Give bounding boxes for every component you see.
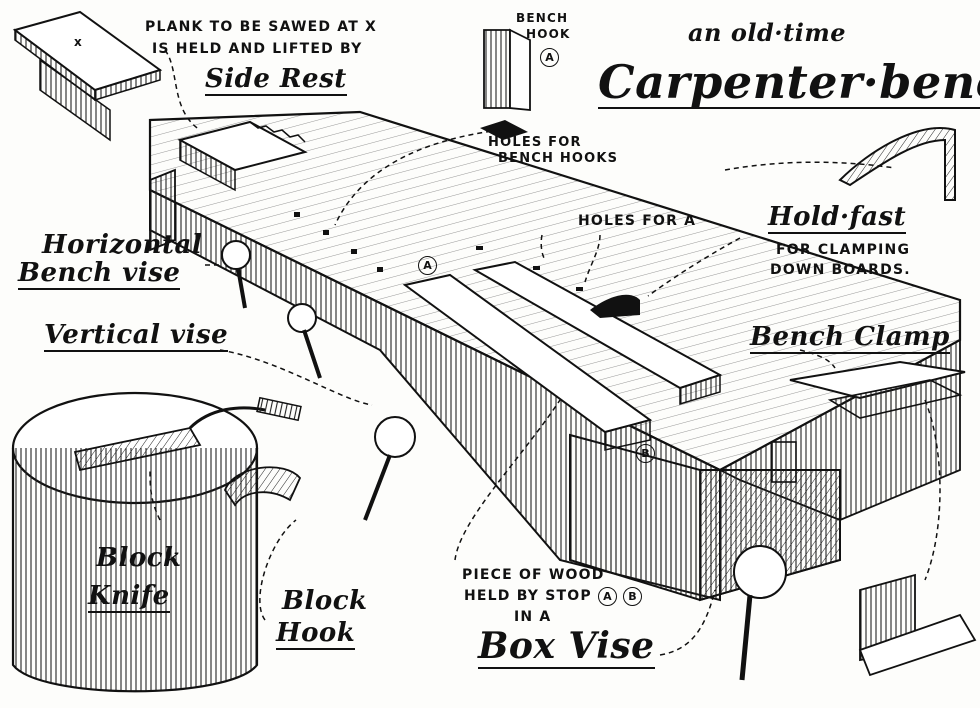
bench-dog-holes <box>294 212 583 291</box>
clamping-line2: DOWN BOARDS. <box>770 262 911 278</box>
bench-hook-line1: BENCH <box>516 11 569 25</box>
holdfast-label: Hold·fast <box>768 203 907 235</box>
plank-note-line2: IS HELD AND LIFTED BY <box>152 41 363 57</box>
bench-hook-marker: A <box>540 48 559 67</box>
bench-hook-drawing <box>480 28 531 140</box>
piece-marker-b: B <box>622 587 642 606</box>
stop-marker-b: B <box>636 444 655 463</box>
holes-for-a-label: HOLES FOR A <box>578 213 697 229</box>
horizontal-label-line2: Bench vise <box>18 259 181 291</box>
side-rest-label: Side Rest <box>205 65 347 97</box>
title-line2: Carpenter·bench <box>598 58 980 110</box>
plank-drawing <box>12 10 163 142</box>
piece-line1: PIECE OF WOOD <box>462 567 605 583</box>
side-rest-drawing <box>177 120 308 192</box>
block-hook-line2: Hook <box>276 619 356 651</box>
title-line1: an old·time <box>688 18 846 47</box>
leader-lines <box>149 49 941 656</box>
plank-x-mark: x <box>74 35 83 49</box>
clamping-line1: FOR CLAMPING <box>776 242 911 258</box>
box-vise-label: Box Vise <box>478 625 655 669</box>
holes-bench-hooks-line2: BENCH HOOKS <box>498 151 619 166</box>
plank-note-line1: PLANK TO BE SAWED AT X <box>145 19 378 35</box>
stop-boards <box>402 260 723 451</box>
stop-marker-a: A <box>418 256 437 275</box>
piece-marker-a: A <box>597 587 617 606</box>
block-hook-line1: Block <box>282 586 368 616</box>
vise-screws <box>221 240 787 681</box>
bench-hook-line2: HOOK <box>526 27 571 41</box>
bench-clamp-label: Bench Clamp <box>750 323 950 355</box>
block-knife-line1: Block <box>96 543 182 573</box>
holes-bench-hooks-line1: HOLES FOR <box>488 135 582 150</box>
horizontal-label-line1: Horizontal <box>42 230 203 260</box>
piece-line3: IN A <box>514 609 552 625</box>
vertical-vise-label: Vertical vise <box>44 321 229 353</box>
bench-clamp-drawing <box>789 360 977 677</box>
block-knife-line2: Knife <box>88 582 170 614</box>
block-drawing <box>11 391 302 693</box>
piece-line2: HELD BY STOP A B <box>464 587 642 606</box>
